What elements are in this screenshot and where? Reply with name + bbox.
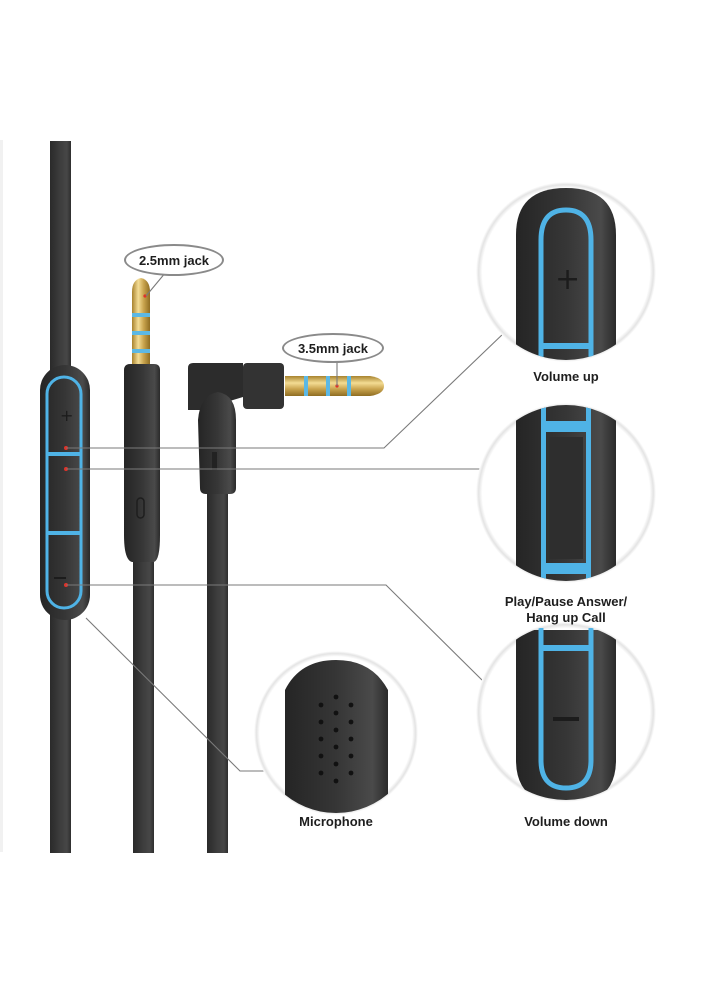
microphone-holes-icon [318, 694, 354, 784]
marker-dot [143, 294, 147, 298]
leader-lines [66, 271, 506, 772]
label-microphone: Microphone [299, 814, 373, 829]
minus-icon [553, 717, 579, 721]
inline-remote: + [40, 365, 90, 620]
jack-2-5mm [124, 278, 160, 562]
cable-middle [133, 560, 154, 853]
minus-icon [54, 577, 66, 579]
label-volume-up: Volume up [533, 369, 599, 384]
callout-text: 3.5mm jack [297, 340, 369, 356]
callout-2-5mm-jack: 2.5mm jack [124, 244, 224, 276]
zoom-microphone [254, 651, 418, 815]
callout-text: 2.5mm jack [138, 252, 210, 268]
label-volume-down: Volume down [524, 814, 608, 829]
cable-right [207, 480, 228, 853]
plus-icon: + [60, 406, 73, 425]
jack-3-5mm [188, 363, 384, 494]
label-play-pause: Play/Pause Answer/ Hang up Call [504, 594, 628, 625]
zoom-play-pause [476, 403, 656, 583]
zoom-volume-up: + [476, 182, 656, 362]
image-left-edge [0, 140, 3, 852]
callout-3-5mm-jack: 3.5mm jack [282, 333, 384, 363]
zoom-volume-down [476, 622, 656, 802]
plus-icon: + [555, 262, 580, 297]
mic-slot [136, 497, 145, 519]
